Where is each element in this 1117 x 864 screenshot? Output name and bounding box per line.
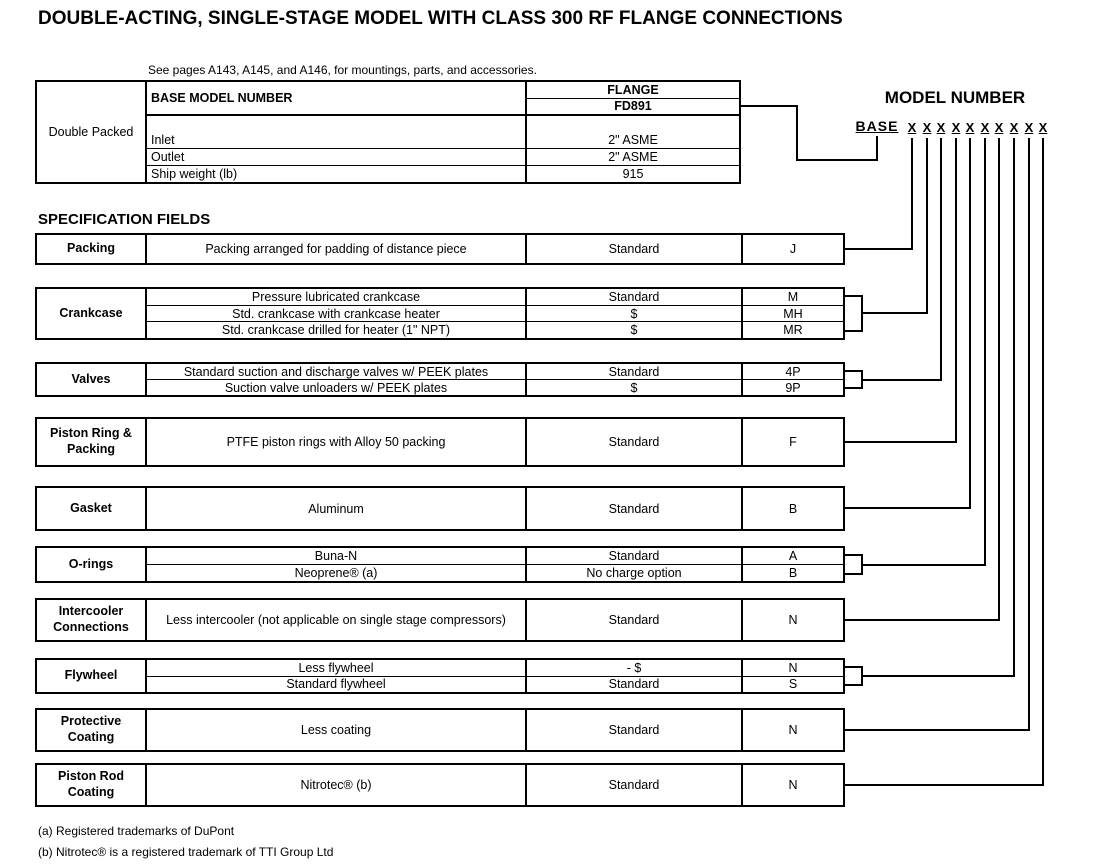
spec-table-crankcase: Crankcase Pressure lubricated crankcase … bbox=[35, 287, 845, 340]
spec-table-o-rings: O-rings Buna-N Standard A Neoprene® (a) … bbox=[35, 546, 845, 583]
model-number-placeholder: X bbox=[965, 120, 975, 135]
table-row: Std. crankcase with crankcase heater $ M… bbox=[147, 304, 843, 322]
table-row: Less flywheel - $ N bbox=[147, 660, 843, 676]
spec-table-valves: Valves Standard suction and discharge va… bbox=[35, 362, 845, 397]
spec-field-label: O-rings bbox=[37, 548, 147, 581]
spec-field-label: Protective Coating bbox=[37, 710, 147, 750]
table-row: Nitrotec® (b) Standard N bbox=[147, 765, 843, 805]
model-number-placeholder: X bbox=[936, 120, 946, 135]
spec-table-intercooler-connections: Intercooler Connections Less intercooler… bbox=[35, 598, 845, 642]
base-model-table: Double Packed BASE MODEL NUMBER FLANGE F… bbox=[35, 80, 741, 184]
table-row: Less coating Standard N bbox=[147, 710, 843, 750]
spec-field-label: Packing bbox=[37, 235, 147, 263]
spec-table-flywheel: Flywheel Less flywheel - $ N Standard fl… bbox=[35, 658, 845, 694]
model-number-heading: MODEL NUMBER bbox=[884, 88, 1026, 107]
footnote-b: (b) Nitrotec® is a registered trademark … bbox=[38, 845, 334, 859]
spec-table-protective-coating: Protective Coating Less coating Standard… bbox=[35, 708, 845, 752]
table-row: Pressure lubricated crankcase Standard M bbox=[147, 289, 843, 305]
table-row: Less intercooler (not applicable on sing… bbox=[147, 600, 843, 640]
spec-field-label: Crankcase bbox=[37, 289, 147, 338]
table-row: Std. crankcase drilled for heater (1" NP… bbox=[147, 321, 843, 339]
reference-note: See pages A143, A145, and A146, for moun… bbox=[148, 63, 537, 77]
table-row: Suction valve unloaders w/ PEEK plates $… bbox=[147, 379, 843, 395]
table-row: Packing arranged for padding of distance… bbox=[147, 235, 843, 263]
page-title: DOUBLE-ACTING, SINGLE-STAGE MODEL WITH C… bbox=[38, 8, 843, 29]
spec-table-gasket: Gasket Aluminum Standard B bbox=[35, 486, 845, 531]
footnote-a: (a) Registered trademarks of DuPont bbox=[38, 824, 235, 838]
table-row: Neoprene® (a) No charge option B bbox=[147, 564, 843, 581]
model-number-placeholder: X bbox=[922, 120, 932, 135]
table-row: PTFE piston rings with Alloy 50 packing … bbox=[147, 419, 843, 465]
table-row: Aluminum Standard B bbox=[147, 488, 843, 529]
table-row: Standard suction and discharge valves w/… bbox=[147, 364, 843, 379]
base-model-number-header: BASE MODEL NUMBER bbox=[147, 82, 527, 114]
model-number-placeholder: X bbox=[1038, 120, 1048, 135]
model-number-placeholder: X bbox=[907, 120, 917, 135]
specification-fields-heading: SPECIFICATION FIELDS bbox=[38, 211, 211, 228]
spec-table-packing: Packing Packing arranged for padding of … bbox=[35, 233, 845, 265]
model-number-placeholder: X bbox=[980, 120, 990, 135]
table-row: Inlet 2" ASME bbox=[147, 116, 739, 148]
spec-field-label: Piston Rod Coating bbox=[37, 765, 147, 805]
spec-table-piston-ring-packing: Piston Ring & Packing PTFE piston rings … bbox=[35, 417, 845, 467]
spec-field-label: Flywheel bbox=[37, 660, 147, 692]
model-number-placeholder: X bbox=[951, 120, 961, 135]
model-number-placeholder: X bbox=[1024, 120, 1034, 135]
spec-field-label: Intercooler Connections bbox=[37, 600, 147, 640]
flange-header: FLANGE bbox=[527, 82, 739, 99]
spec-field-label: Gasket bbox=[37, 488, 147, 529]
spec-field-label: Valves bbox=[37, 364, 147, 395]
base-model-row-label: Double Packed bbox=[37, 82, 147, 182]
table-row: Standard flywheel Standard S bbox=[147, 675, 843, 692]
table-row: Ship weight (lb) 915 bbox=[147, 165, 739, 182]
model-number-base-label: BASE bbox=[855, 118, 899, 134]
model-number-placeholder: X bbox=[994, 120, 1004, 135]
flange-model-code: FD891 bbox=[614, 99, 652, 114]
spec-table-piston-rod-coating: Piston Rod Coating Nitrotec® (b) Standar… bbox=[35, 763, 845, 807]
spec-field-label: Piston Ring & Packing bbox=[37, 419, 147, 465]
model-number-placeholder: X bbox=[1009, 120, 1019, 135]
table-row: Buna-N Standard A bbox=[147, 548, 843, 564]
table-row: Outlet 2" ASME bbox=[147, 148, 739, 165]
